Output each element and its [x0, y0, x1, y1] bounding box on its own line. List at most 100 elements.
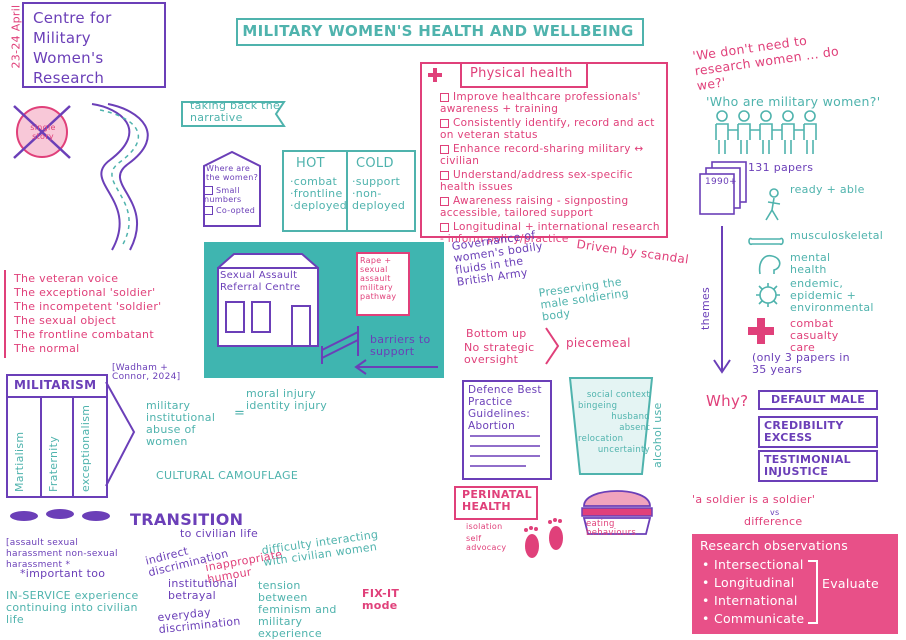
observation-item: • Communicate	[702, 611, 805, 626]
virus-icon	[756, 283, 780, 307]
cold-item: ·support	[352, 175, 401, 188]
cold-title: COLD	[356, 156, 394, 171]
evaluate-label: Evaluate	[822, 576, 880, 591]
papers-count: 131 papers	[748, 161, 814, 174]
observations-list: • Intersectional • Longitudinal • Intern…	[702, 556, 822, 628]
alcohol-item: relocation	[578, 434, 624, 444]
who-question: 'Who are military women?'	[706, 94, 881, 109]
women-option-small: Small numbers	[204, 186, 242, 204]
house-icon	[203, 150, 261, 227]
combat-cross-icon	[748, 318, 774, 344]
people-icon	[715, 110, 817, 154]
sarc-building	[217, 253, 319, 347]
veteran-list: The veteran voice The exceptional 'soldi…	[14, 272, 194, 356]
cross-icon	[428, 68, 442, 82]
veteran-item: The veteran voice	[14, 272, 119, 285]
piecemeal-label: piecemeal	[566, 336, 631, 350]
piecemeal-chevron	[545, 327, 560, 365]
cold-list: ·support ·non-deployed	[352, 176, 410, 212]
alcohol-item: husband absent	[611, 412, 650, 433]
perinatal-title: PERINATAL HEALTH	[462, 488, 532, 513]
everyday-discrimination: everyday discrimination	[156, 605, 242, 637]
no-strategic: No strategic oversight	[464, 341, 535, 366]
physical-item: Enhance record-sharing military ↔ civili…	[440, 143, 644, 167]
important-note: *important too	[20, 567, 106, 580]
burger-icon	[581, 490, 653, 535]
hot-list: ·combat ·frontline ·deployed	[290, 175, 347, 212]
org-title-box	[22, 2, 166, 88]
hot-item: ·combat	[290, 175, 338, 188]
women-option-coopted: Co-opted	[204, 206, 264, 215]
in-service-note: IN-SERVICE experience continuing into ci…	[6, 589, 139, 626]
main-title: MILITARY WOMEN'S HEALTH AND WELLBEING	[242, 22, 634, 40]
road-illustration	[13, 103, 149, 251]
research-quote: 'We don't need to research women ... do …	[691, 32, 840, 94]
themes-arrow	[713, 226, 731, 374]
ready-able: ready + able	[790, 183, 865, 196]
militarism-col-martialism: Martialism	[13, 431, 26, 492]
observation-item: • Intersectional	[702, 557, 804, 572]
footprints-icon	[524, 518, 563, 558]
abortion-doc-title: Defence Best Practice Guidelines: Aborti…	[468, 384, 542, 432]
bone-icon	[748, 237, 784, 246]
sarc-poster	[356, 252, 410, 316]
theme-combat: combat casualty care	[790, 317, 839, 354]
militarism-divider	[6, 396, 108, 398]
militarism-title: MILITARISM	[14, 378, 97, 392]
transition-title: TRANSITION	[130, 510, 244, 529]
org-title: Centre for Military Women's Research	[33, 9, 112, 87]
bottom-up: Bottom up	[466, 327, 527, 340]
veteran-item: The sexual object	[14, 314, 117, 327]
observations-bracket	[808, 560, 818, 624]
militarism-arrow	[105, 381, 136, 487]
themes-label: themes	[699, 286, 712, 330]
alcohol-item: bingeing	[578, 401, 618, 411]
soldier-figure-icon	[765, 188, 781, 221]
barrier-icon	[321, 326, 359, 364]
sign-text: single story	[30, 123, 56, 141]
why-testimonial: TESTIMONIAL INJUSTICE	[758, 450, 878, 482]
militarism-col-fraternity: Fraternity	[47, 435, 60, 492]
preserving-note: Preserving the male soldiering body	[537, 275, 630, 324]
difference-label: difference	[744, 515, 803, 528]
alcohol-item: uncertainty	[597, 445, 650, 455]
narrative-banner-text: taking back the narrative	[190, 99, 281, 124]
veteran-item: The incompetent 'soldier'	[14, 300, 162, 313]
perinatal-banner	[454, 486, 538, 520]
tension-note: tension between feminism and military ex…	[258, 579, 337, 640]
boots-icon	[10, 509, 110, 521]
veteran-item: The exceptional 'soldier'	[14, 286, 156, 299]
alcohol-list: social context bingeing husband absent r…	[578, 390, 650, 456]
veteran-item: The normal	[14, 342, 80, 355]
no-sign-icon	[13, 105, 71, 159]
self-advocacy-label: self advocacy	[466, 534, 507, 552]
main-title-box	[236, 18, 644, 46]
observations-box	[692, 534, 898, 634]
theme-musculoskeletal: musculoskeletal	[790, 229, 884, 242]
physical-health-list: Improve healthcare professionals' awaren…	[440, 91, 660, 245]
barriers-label: barriers to support	[370, 333, 431, 358]
brain-icon	[758, 254, 781, 275]
veteran-bracket	[4, 270, 12, 358]
military-abuse: military institutional abuse of women	[146, 399, 216, 448]
veteran-item: The frontline combatant	[14, 328, 154, 341]
physical-item: Awareness raising - signposting accessib…	[440, 195, 629, 219]
observation-item: • Longitudinal	[702, 575, 795, 590]
why-default-male: DEFAULT MALE	[758, 390, 878, 410]
transition-subtitle: to civilian life	[180, 527, 259, 540]
moral-injury: moral injury identity injury	[246, 387, 328, 412]
observation-item: • International	[702, 593, 798, 608]
papers-year: 1990+	[705, 177, 737, 187]
physical-item: Consistently identify, record and act on…	[440, 117, 655, 141]
hot-item: ·deployed	[290, 199, 347, 212]
physical-item: Understand/address sex-specific health i…	[440, 169, 633, 193]
papers-stack-icon	[699, 161, 747, 215]
glass-icon	[568, 377, 654, 475]
why-label: Why?	[706, 392, 749, 410]
isolation-label: isolation	[466, 522, 503, 531]
theme-endemic: endemic, epidemic + environmental	[790, 277, 874, 314]
fixit-mode: FIX-IT mode	[362, 587, 400, 612]
barriers-arrow	[354, 359, 438, 375]
militarism-col-exceptionalism: exceptionalism	[79, 404, 92, 492]
date-label: 23-24 April	[9, 4, 23, 69]
